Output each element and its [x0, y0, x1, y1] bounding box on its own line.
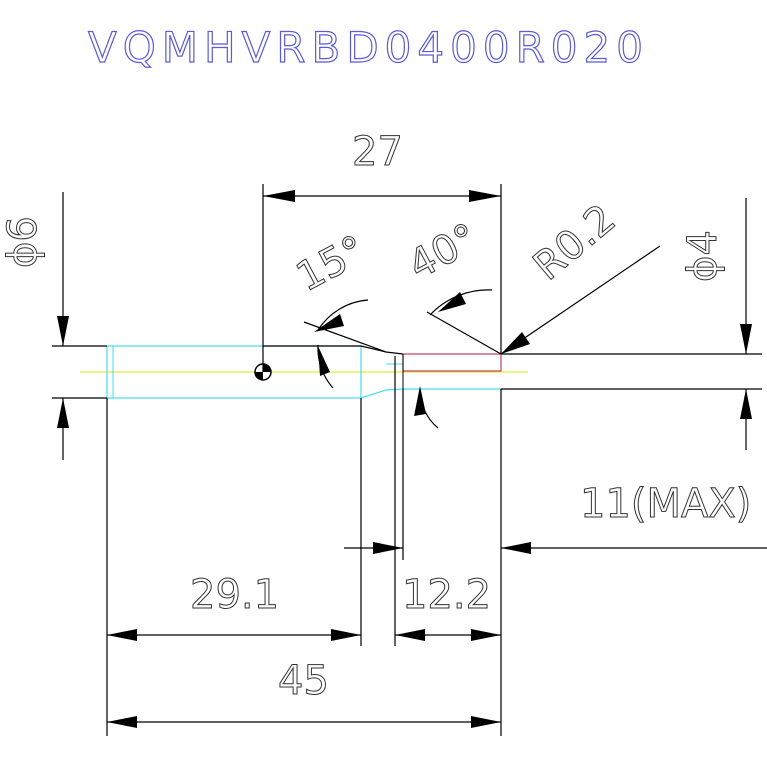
dim-label-40deg: 40°: [401, 215, 485, 289]
dim-label-29-1: 29.1: [190, 572, 279, 618]
dim-label-15deg: 15°: [289, 227, 373, 301]
dim-40deg: 40°: [401, 214, 502, 429]
dim-12-2: 12.2: [395, 572, 501, 641]
dim-label-r02: R0.2: [525, 196, 625, 290]
taper-bottom: [360, 388, 404, 399]
dim-label-phi6: ϕ6: [0, 216, 46, 268]
dim-label-27: 27: [352, 129, 403, 175]
dim-phi4: ϕ4: [501, 198, 762, 450]
dim-label-45: 45: [278, 658, 329, 704]
dim-label-12-2: 12.2: [402, 572, 491, 618]
dim-11max: 11(MAX): [344, 481, 767, 554]
extension-lines: [106, 356, 502, 736]
dim-45: 45: [107, 658, 501, 728]
tip-outline: [402, 353, 502, 372]
dim-r02: R0.2: [500, 195, 661, 355]
tool-outline: [80, 345, 528, 399]
taper-top: [263, 345, 404, 355]
dim-27: 27: [262, 129, 502, 372]
shank-outline: [106, 345, 362, 399]
dim-phi6: ϕ6: [0, 192, 107, 460]
dim-29-1: 29.1: [107, 572, 361, 641]
dim-label-phi4: ϕ4: [680, 230, 726, 282]
dim-15deg: 15°: [289, 226, 387, 389]
part-number-title: VQMHVRBD0400R020: [88, 23, 649, 72]
dim-label-11max: 11(MAX): [580, 481, 751, 527]
